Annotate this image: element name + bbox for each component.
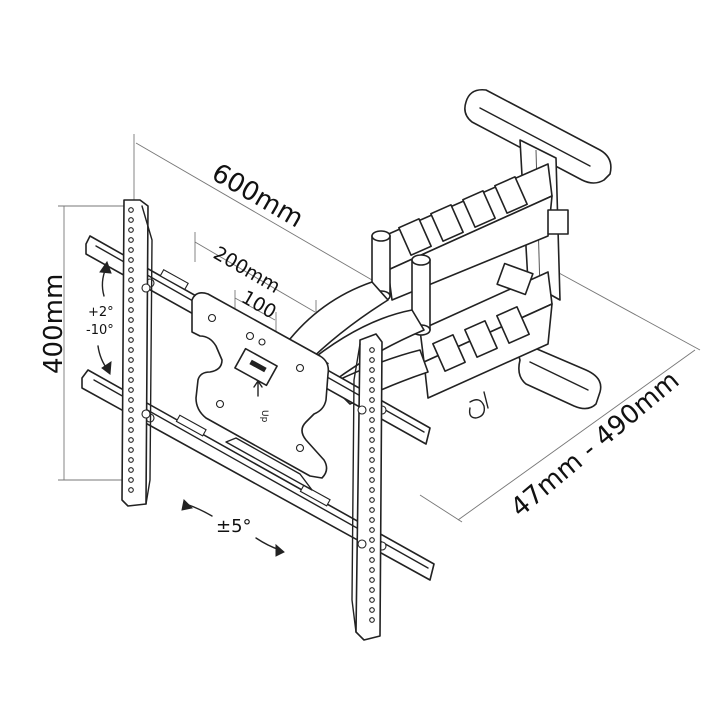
dimension-label-400: 400mm: [39, 274, 69, 374]
dimension-line-600: [135, 142, 373, 281]
lower-arm: [411, 254, 553, 419]
vesa-plate: Up: [191, 292, 330, 491]
vesa-plate-slot: [225, 437, 313, 491]
left-bracket-holes: [128, 207, 134, 493]
wall-plate-bottom-cap: [518, 345, 602, 410]
right-bracket-body: [355, 333, 383, 641]
up-arrow-icon: [253, 380, 263, 397]
swivel-label: ±5°: [216, 516, 252, 537]
dimension-label-600: 600mm: [207, 158, 309, 234]
upper-arm-joint: [547, 209, 569, 235]
left-tv-bracket: [121, 199, 153, 507]
swivel-arrows: [181, 498, 285, 557]
dimension-extension-depth-wall: [547, 266, 701, 351]
dimension-line-depth: [457, 349, 696, 521]
tilt-arrows: [97, 260, 112, 375]
lower-arm-bracket: [496, 262, 534, 296]
dimension-lines: [58, 134, 701, 523]
tilt-up-label: +2°: [88, 305, 114, 320]
dimension-line-200: [194, 241, 316, 313]
right-bracket-holes: [369, 347, 375, 623]
dimension-extension-depth-front: [419, 494, 463, 523]
left-bracket-body: [121, 199, 149, 507]
dimension-line-100: [234, 297, 276, 321]
right-tv-bracket: [351, 333, 383, 641]
tilt-down-label: -10°: [86, 323, 114, 338]
wall-plate-top-cap: [464, 88, 612, 184]
cable-clip: [468, 399, 486, 419]
inner-arm-upper: [285, 281, 389, 367]
plate-up-label: Up: [259, 410, 269, 423]
